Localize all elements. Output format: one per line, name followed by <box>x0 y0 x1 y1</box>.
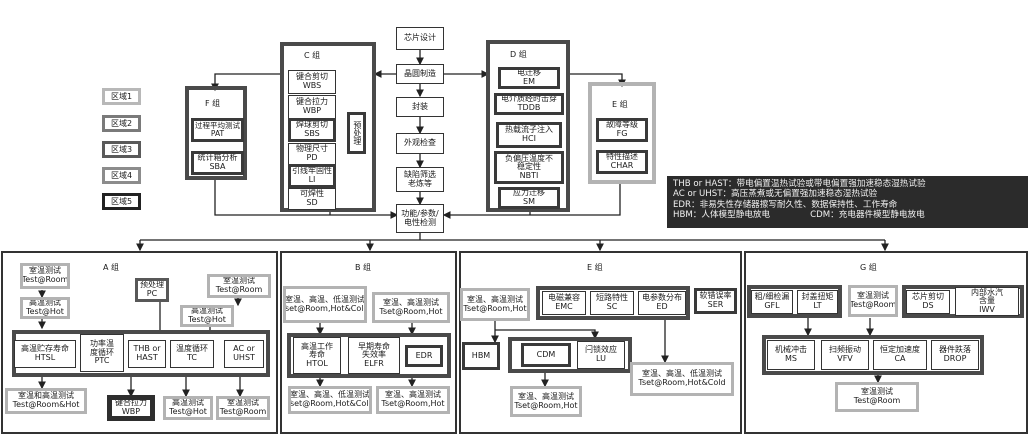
a-hot-test-3: 高温测试 Test@Hot <box>163 396 213 420</box>
e2-room-hot-2: 室温、高温测试 Tset@Room,Hot <box>510 386 582 417</box>
b-room-hot-2: 室温、高温测试 Tset@Room,Hot <box>376 386 450 414</box>
region-2-swatch: 区域2 <box>102 115 141 132</box>
e2-ser: 软错误率 SER <box>694 288 737 314</box>
g-lt: 封盖扭矩 LT <box>797 290 838 314</box>
g-ms: 机械冲击 MS <box>767 340 815 370</box>
a-group-frame <box>1 251 278 434</box>
flow-wafer: 晶圆制造 <box>396 64 444 84</box>
g-iwv: 内部水汽 含量 IWV <box>955 287 1019 316</box>
a-room-hot-test: 室温和高温测试 Test@Room&Hot <box>5 388 87 414</box>
e2-group-frame <box>459 251 742 434</box>
b-room-hot: 室温、高温测试 Tset@Room,Hot <box>372 292 450 323</box>
g-vfv: 扫频振动 VFV <box>821 340 869 370</box>
c-sd: 可焊性 SD <box>288 188 336 210</box>
g-seal-row-frame <box>747 285 842 318</box>
d-nbti: 负偏压温度不 稳定性 NBTI <box>494 151 564 184</box>
f-group-label: F 组 <box>203 98 223 109</box>
flow-visual-check: 外观检查 <box>396 133 444 154</box>
d-group-label: D 组 <box>508 49 529 60</box>
a-room-test-3: 室温测试 Test@Room <box>216 396 270 420</box>
g-mech-row-frame <box>762 335 984 375</box>
d-group-frame <box>486 40 570 212</box>
d-hci: 热载流子注入 HCI <box>496 122 562 148</box>
f-pat: 过程平均测试 PAT <box>191 118 244 142</box>
g-gfl: 粗/细检漏 GFL <box>751 290 793 314</box>
e2-cdm: CDM <box>521 343 571 367</box>
flow-package: 封装 <box>396 97 444 117</box>
e2-lu: 闩锁效应 LU <box>577 341 625 369</box>
e-group-frame <box>588 82 656 184</box>
a-wbp: 键合拉力 WBP <box>107 395 155 421</box>
g-room-test-2: 室温测试 Test@Room <box>835 382 919 412</box>
flow-chip-design: 芯片设计 <box>396 27 444 50</box>
a-group-label: A 组 <box>101 262 122 273</box>
e-char: 特性描述 CHAR <box>596 150 648 174</box>
e2-sc: 短路特性 SC <box>590 291 634 315</box>
b-group-label: B 组 <box>353 262 374 273</box>
g-ca: 恒定加速度 CA <box>873 340 927 370</box>
c-preprocess: 预处理 <box>347 112 366 154</box>
note-hbm: HBM：人体模型静电放电 <box>673 209 771 220</box>
note-line-4: HBM：人体模型静电放电 CDM：充电器件模型静电放电 <box>673 210 1022 220</box>
a-htsl: 高温贮存寿命 HTSL <box>14 340 76 368</box>
note-line-2: AC or UHST：高压蒸煮或无偏置强加速稳态湿热试验 <box>673 189 878 200</box>
a-ptc: 功率温 度循环 PTC <box>80 334 124 372</box>
e2-room-hot: 室温、高温测试 Tset@Room,Hot <box>460 288 530 321</box>
c-group-frame <box>280 42 376 212</box>
g-room-test: 室温测试 Test@Room <box>848 285 898 317</box>
a-thb-hast: THB or HAST <box>128 340 166 368</box>
a-ac-uhst: AC or UHST <box>224 340 264 368</box>
e2-emc: 电磁兼容 EMC <box>542 291 586 315</box>
e2-room-hot-cold: 室温、高温、低温测试 Tset@Room,Hot&Cold <box>630 362 734 396</box>
b-htol: 高温工作 寿命 HTOL <box>293 337 341 374</box>
flow-electrical-test: 功能/参数/ 电性检测 <box>396 204 444 233</box>
b-room-hot-cold: 室温、高温、低温测试 Tset@Room,Hot&Cold <box>283 286 367 323</box>
a-room-test-1: 室温测试 Test@Room <box>20 263 70 289</box>
g-group-frame <box>744 251 1028 434</box>
f-sba: 统计箱分析 SBA <box>191 151 244 175</box>
e2-ed: 电参数分布 ED <box>638 291 686 315</box>
e-fg: 故障等级 FG <box>596 118 648 142</box>
a-hot-test-2: 高温测试 Test@Hot <box>180 305 234 327</box>
b-life-row-frame <box>287 333 451 378</box>
e2-group-label: E 组 <box>585 262 605 273</box>
d-tddb: 电介质经时击穿 TDDB <box>494 93 564 115</box>
c-li: 引线牢固性 LI <box>288 164 336 188</box>
a-preprocess: 预处理 PC <box>135 278 169 302</box>
note-cdm: CDM：充电器件模型静电放电 <box>810 209 925 220</box>
b-room-hot-cold-2: 室温、高温、低温测试 Tset@Room,Hot&Cold <box>288 386 372 414</box>
e-group-label: E 组 <box>610 99 630 110</box>
f-group-frame <box>185 86 247 180</box>
region-4-swatch: 区域4 <box>102 167 141 184</box>
region-1-swatch: 区域1 <box>102 88 141 105</box>
flow-defect-screen: 缺陷筛选 老炼等 <box>396 167 444 192</box>
a-tc: 温度循环 TC <box>170 340 214 368</box>
abbreviation-note: THB or HAST：带电偏置温热试验或带电偏置强加速稳态湿热试验 AC or… <box>667 176 1028 228</box>
b-elfr: 早期寿命 失效率 ELFR <box>348 337 400 374</box>
region-3-swatch: 区域3 <box>102 141 141 158</box>
g-drop: 器件跌落 DROP <box>931 340 979 370</box>
e2-hbm: HBM <box>462 342 500 370</box>
d-sm: 应力迁移 SM <box>498 187 560 209</box>
a-hot-test-1: 高温测试 Test@Hot <box>20 297 70 319</box>
a-room-test-2: 室温测试 Test@Room <box>207 274 271 298</box>
c-pd: 物理尺寸 PD <box>288 143 336 165</box>
c-sbs: 焊球剪切 SBS <box>288 118 336 142</box>
note-line-3: EDR：非易失性存储器擦写耐久性、数据保持性、工作寿命 <box>673 199 898 210</box>
e2-esd-row-frame <box>508 337 632 373</box>
g-ds: 芯片剪切 DS <box>906 290 950 314</box>
e2-char-row-frame <box>536 286 690 320</box>
c-group-label: C 组 <box>302 50 323 61</box>
b-group-frame <box>280 251 457 434</box>
c-wbs: 键合剪切 WBS <box>288 70 336 94</box>
c-wbp: 键合拉力 WBP <box>288 95 336 119</box>
c-preprocess-text: 预处理 <box>352 121 362 145</box>
region-5-swatch: 区域5 <box>102 193 141 210</box>
note-line-1: THB or HAST：带电偏置温热试验或带电偏置强加速稳态湿热试验 <box>673 179 926 189</box>
b-edr: EDR <box>405 345 443 367</box>
g-group-label: G 组 <box>858 262 879 273</box>
d-em: 电迁移 EM <box>498 67 560 89</box>
